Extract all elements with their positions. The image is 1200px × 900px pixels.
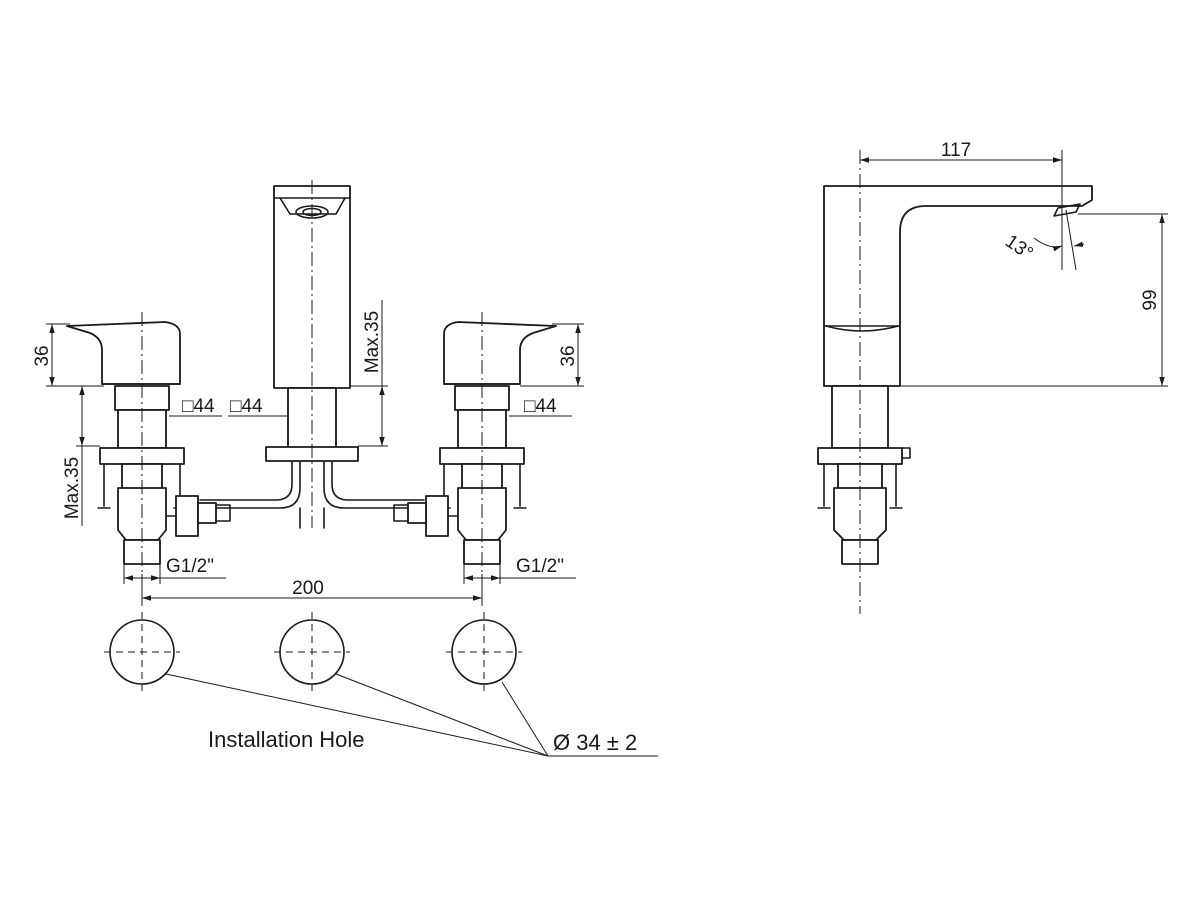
hole-diameter-label: Ø 34 ± 2 [553,730,637,755]
square-44-spout: □44 [230,396,263,417]
spout [265,180,359,528]
dim-36-right: 36 [558,345,579,366]
dim-handle-height-right: 36 [520,323,584,387]
thread-right: G1/2" [516,556,564,577]
dim-max-thickness-left: Max.35 [62,386,100,526]
thread-left: G1/2" [166,556,214,577]
side-view: 117 99 13° [817,140,1168,614]
front-view: 36 36 Max.35 Max.35 □44 [32,180,584,606]
square-44-right: □44 [524,396,557,417]
dim-117: 117 [941,140,971,161]
square-dimensions: □44 □44 □44 [169,396,572,417]
connecting-hoses [165,460,459,537]
dim-spout-height: 99 [900,213,1168,387]
installation-hole-label: Installation Hole [208,727,365,752]
angle-13: 13° [1001,231,1037,265]
dim-99: 99 [1140,289,1161,310]
dim-hole-spacing: 200 [141,574,483,606]
dim-200: 200 [292,578,324,599]
right-handle [437,312,557,574]
square-44-left: □44 [182,396,215,417]
dim-spout-angle: 13° [1001,209,1085,271]
side-spout-body [817,150,1093,614]
installation-holes: Installation Hole Ø 34 ± 2 [104,612,658,757]
dim-36-left: 36 [32,345,53,366]
dim-max35-left: Max.35 [62,457,83,519]
thread-dimensions: G1/2" G1/2" [123,556,576,584]
dim-handle-height-left: 36 [32,323,104,387]
left-handle [66,312,187,574]
dim-max-thickness-spout: Max.35 [350,300,388,447]
dim-max35-spout: Max.35 [362,311,383,373]
